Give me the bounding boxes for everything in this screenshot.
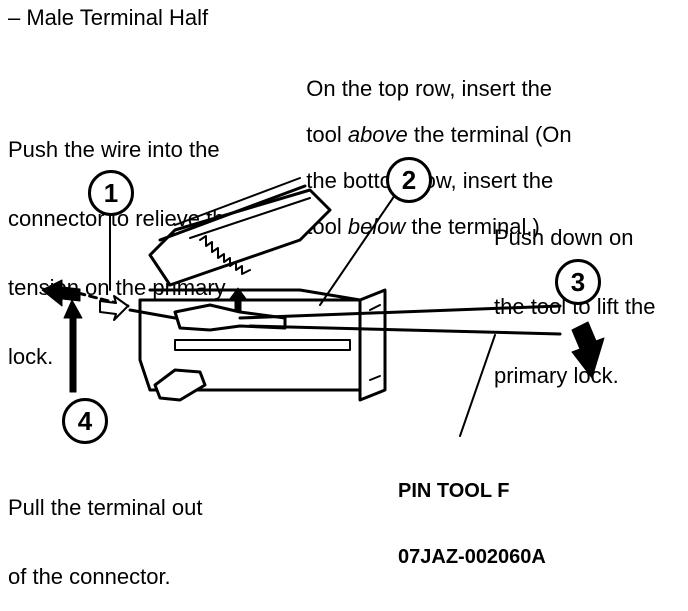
arrow-pull-left-icon	[41, 279, 81, 307]
step-4-badge: 4	[62, 398, 108, 444]
tool-label-partno: 07JAZ-002060A	[398, 546, 546, 568]
arrow-push-down-icon	[571, 321, 605, 379]
housing-top-edge	[158, 184, 307, 242]
step-2-badge: 2	[386, 157, 432, 203]
leader-2	[319, 194, 396, 306]
step-1-badge: 1	[88, 170, 134, 216]
step-3-badge: 3	[555, 259, 601, 305]
callout-insert-tool-line1: On the top row, insert the	[306, 76, 553, 101]
body-inner-slot	[174, 339, 351, 351]
pin-tool-lower	[248, 324, 562, 336]
arrow-4-up-icon	[63, 299, 83, 393]
side-bracket	[358, 288, 387, 402]
bottom-latch	[153, 368, 207, 402]
diagram-title: – Male Terminal Half	[8, 5, 209, 30]
connector-upper-housing	[148, 188, 332, 287]
body-top-rail	[148, 288, 362, 302]
side-bracket-inner	[369, 304, 381, 381]
callout-pull-terminal-line2: of the connector.	[8, 564, 171, 589]
leader-tool	[459, 334, 496, 437]
callout-insert-tool-line2a: tool	[306, 122, 348, 147]
housing-back-lines	[174, 177, 311, 239]
callout-push-wire-line4: lock.	[8, 344, 54, 369]
housing-teeth	[199, 235, 251, 275]
callout-push-down-line3: primary lock.	[494, 363, 619, 388]
callout-push-wire-line1: Push the wire into the	[8, 137, 220, 162]
pin-tool-upper	[238, 304, 562, 320]
arrow-lift-up-icon	[228, 287, 248, 313]
callout-push-down-line1: Push down on	[494, 225, 634, 250]
callout-insert-tool-above: above	[347, 122, 408, 147]
callout-insert-tool-line4b: the terminal.)	[405, 214, 540, 239]
callout-pull-terminal-line1: Pull the terminal out	[8, 495, 203, 520]
arrow-push-right-icon	[99, 295, 129, 321]
callout-insert-tool-below: below	[347, 214, 406, 239]
connector-drawing	[41, 177, 605, 437]
callout-insert-tool-line2b: the terminal (On	[407, 122, 572, 147]
callout-insert-tool: On the top row, insert the tool above th…	[294, 54, 572, 239]
